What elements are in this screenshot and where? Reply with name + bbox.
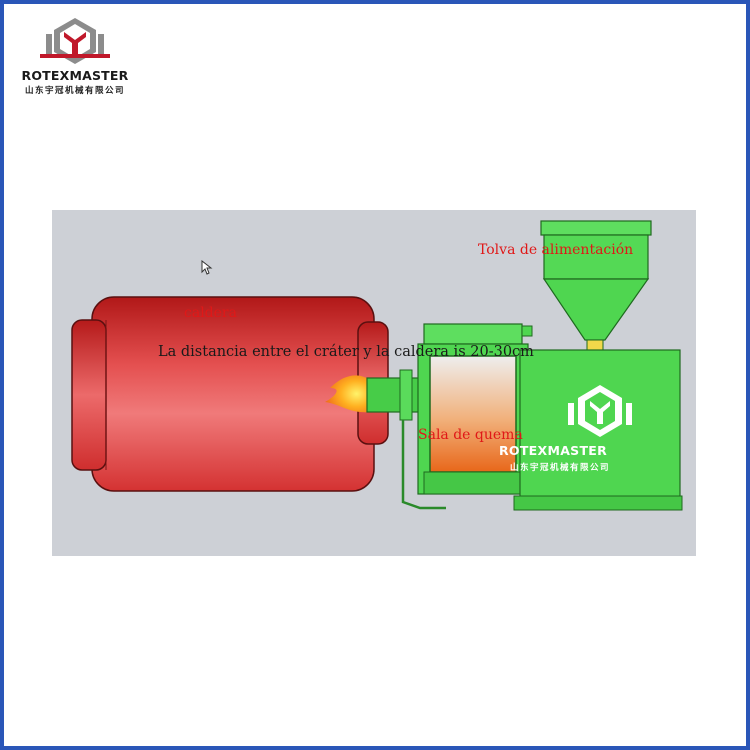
brand-header: ROTEXMASTER 山东宇冠机械有限公司 <box>16 14 134 100</box>
brand-name: ROTEXMASTER <box>21 68 129 83</box>
machine-brand-subtitle: 山东宇冠机械有限公司 <box>510 463 611 473</box>
label-combustion-chamber: Sala de quema <box>418 427 523 443</box>
rotexmaster-logo-icon <box>40 18 110 64</box>
flame-icon <box>325 375 370 413</box>
feed-hopper <box>540 220 652 351</box>
combustion-chamber <box>401 323 533 510</box>
machine-brand-name: ROTEXMASTER <box>499 443 608 458</box>
label-feed-hopper: Tolva de alimentación <box>478 242 634 258</box>
brand-subtitle: 山东宇冠机械有限公司 <box>24 86 125 96</box>
label-distance-note: La distancia entre el cráter y la calder… <box>158 344 534 360</box>
machine-logo-icon <box>568 385 632 437</box>
cursor-icon <box>201 260 213 275</box>
feeder-body <box>513 349 683 511</box>
label-boiler: caldera <box>184 305 237 321</box>
